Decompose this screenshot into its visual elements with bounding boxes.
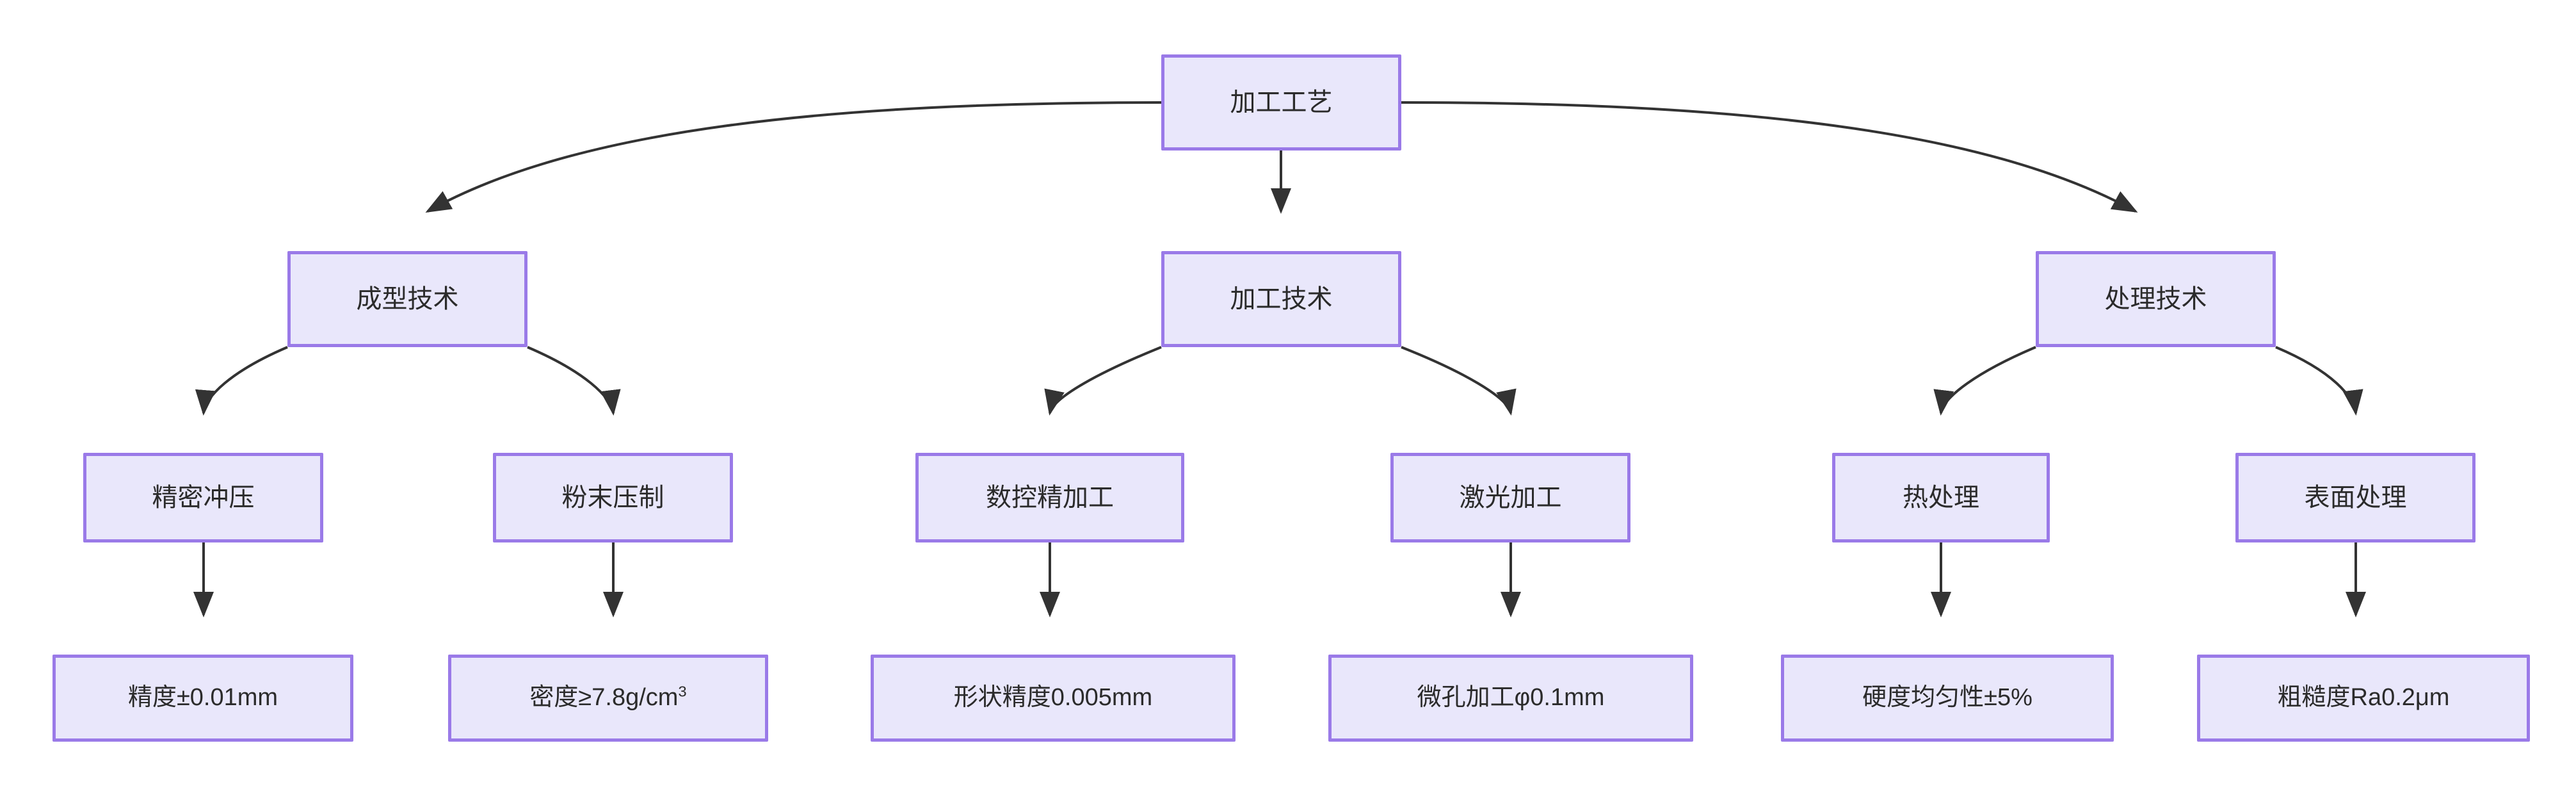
node-spec-density[interactable]: 密度≥7.8g/cm3	[448, 655, 768, 742]
node-treatment-technology[interactable]: 处理技术	[2036, 251, 2276, 347]
node-root-processing-technology[interactable]: 加工工艺	[1161, 54, 1401, 151]
node-powder-pressing[interactable]: 粉末压制	[493, 453, 733, 542]
node-label: 密度≥7.8g/cm3	[529, 684, 686, 712]
edge-treatment-to-heat	[1933, 346, 2036, 416]
node-spec-accuracy[interactable]: 精度±0.01mm	[52, 655, 353, 742]
node-label: 激光加工	[1459, 484, 1562, 512]
edge-forming-to-powder	[527, 346, 621, 416]
node-label-superscript: 3	[678, 683, 687, 700]
node-heat-treatment[interactable]: 热处理	[1832, 453, 2050, 542]
edge-root-to-forming	[425, 101, 1162, 213]
node-label: 加工工艺	[1230, 88, 1333, 117]
node-label-text: 密度≥7.8g/cm	[529, 684, 679, 712]
node-label: 热处理	[1903, 484, 1979, 512]
node-surface-treatment[interactable]: 表面处理	[2235, 453, 2475, 542]
node-laser-processing[interactable]: 激光加工	[1390, 453, 1630, 542]
edge-treatment-to-surface	[2275, 346, 2363, 416]
node-label: 表面处理	[2304, 484, 2407, 512]
node-label: 加工技术	[1230, 285, 1333, 313]
node-label: 形状精度0.005mm	[953, 684, 1153, 712]
node-label: 粗糙度Ra0.2μm	[2277, 684, 2450, 712]
node-label: 处理技术	[2104, 285, 2207, 313]
node-spec-shape-accuracy[interactable]: 形状精度0.005mm	[871, 655, 1236, 742]
edge-machining-to-cnc	[1044, 346, 1162, 416]
node-label: 成型技术	[356, 285, 459, 313]
node-label: 粉末压制	[561, 484, 664, 512]
node-label: 微孔加工φ0.1mm	[1417, 684, 1605, 712]
node-cnc-finishing[interactable]: 数控精加工	[915, 453, 1184, 542]
node-spec-hardness-uniformity[interactable]: 硬度均匀性±5%	[1781, 655, 2114, 742]
node-label: 精密冲压	[152, 484, 255, 512]
edge-forming-to-stamping	[195, 346, 288, 416]
node-label: 精度±0.01mm	[127, 684, 278, 712]
edge-machining-to-laser	[1401, 346, 1517, 416]
node-forming-technology[interactable]: 成型技术	[287, 251, 527, 347]
node-precision-stamping[interactable]: 精密冲压	[83, 453, 323, 542]
node-spec-microhole[interactable]: 微孔加工φ0.1mm	[1328, 655, 1693, 742]
node-machining-technology[interactable]: 加工技术	[1161, 251, 1401, 347]
edge-root-to-treatment	[1401, 101, 2138, 213]
node-label: 硬度均匀性±5%	[1862, 684, 2033, 712]
node-label: 数控精加工	[986, 484, 1114, 512]
node-spec-roughness[interactable]: 粗糙度Ra0.2μm	[2197, 655, 2530, 742]
